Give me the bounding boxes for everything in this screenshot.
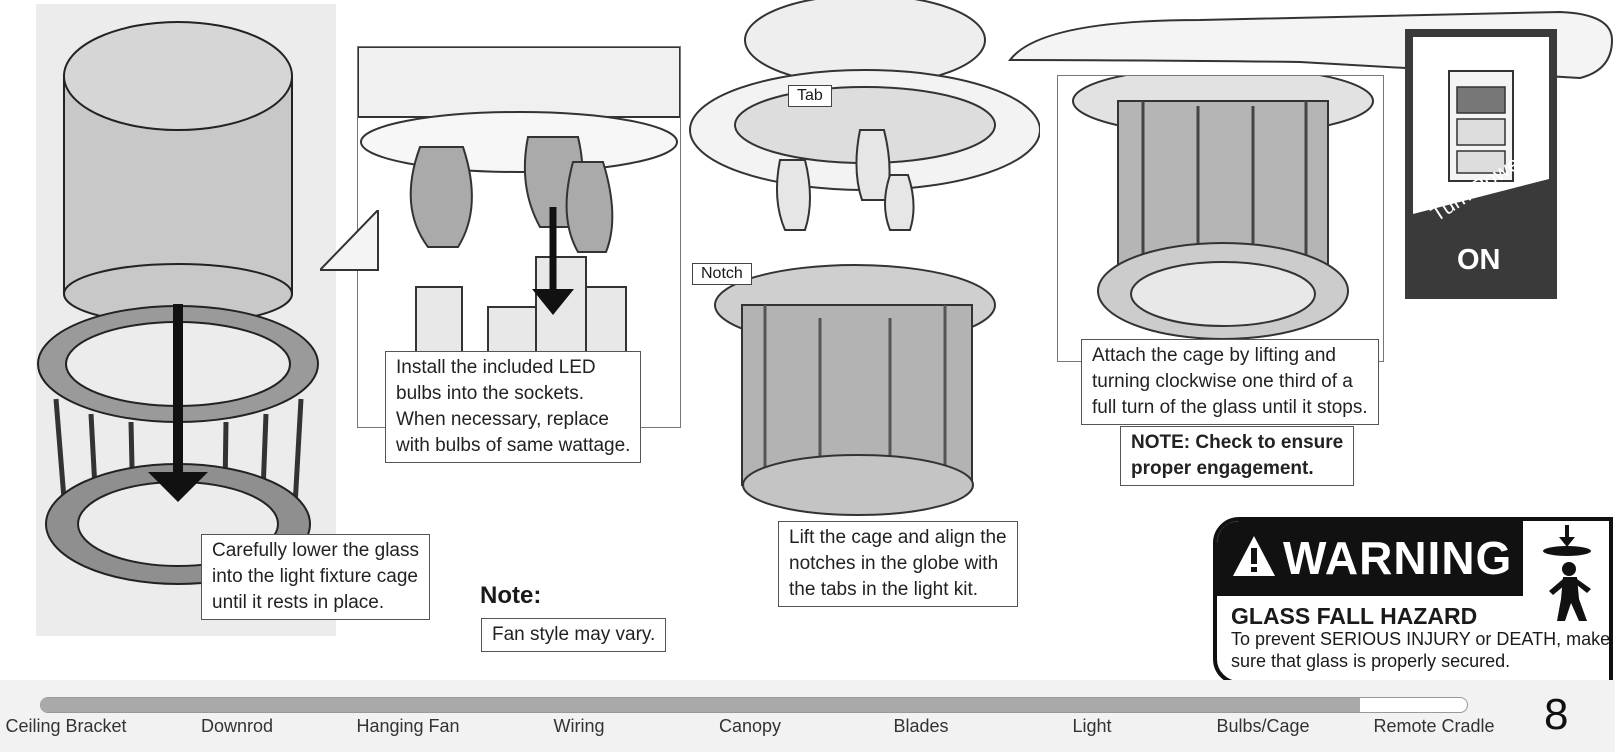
turn-power-on-panel: Turn Power ON — [1405, 29, 1557, 299]
notch-tag: Notch — [692, 263, 752, 285]
attach-instruction-line: Attach the cage by lifting and — [1092, 345, 1336, 366]
warning-header: WARNING — [1217, 521, 1523, 596]
attach-cage-illustration — [1072, 76, 1374, 340]
glass-instruction-line: into the light fixture cage — [212, 566, 418, 587]
hazard-text-line2: sure that glass is properly secured. — [1231, 651, 1511, 671]
align-instruction-line: Lift the cage and align the — [789, 527, 1007, 548]
hazard-text-line1: To prevent SERIOUS INJURY or DEATH, make — [1231, 629, 1611, 649]
light-switch-icon — [1413, 37, 1549, 214]
note-text: Fan style may vary. — [481, 618, 667, 652]
hazard-title: GLASS FALL HAZARD — [1231, 603, 1478, 629]
nav-blades[interactable]: Blades — [893, 716, 949, 736]
align-instruction-line: notches in the globe with — [789, 553, 999, 574]
warning-title: WARNING — [1283, 532, 1513, 584]
check-note-line: NOTE: Check to ensure — [1131, 432, 1344, 453]
falling-glass-person-icon — [1543, 525, 1591, 621]
attach-instruction-callout: Attach the cage by lifting and turning c… — [1081, 339, 1379, 425]
fan-blade-left-illustration — [320, 210, 379, 271]
bulbs-instruction-line: When necessary, replace — [396, 409, 609, 430]
footer-band — [0, 680, 1615, 752]
nav-light[interactable]: Light — [1072, 716, 1112, 736]
bulbs-instruction-line: Install the included LED — [396, 357, 596, 378]
progress-fill — [41, 698, 1361, 712]
nav-wiring[interactable]: Wiring — [553, 716, 605, 736]
attach-instruction-line: full turn of the glass until it stops. — [1092, 397, 1368, 418]
nav-hanging-fan[interactable]: Hanging Fan — [356, 716, 460, 736]
bulbs-instruction-callout: Install the included LED bulbs into the … — [385, 351, 642, 463]
bulbs-instruction-line: bulbs into the sockets. — [396, 383, 584, 404]
tab-tag: Tab — [788, 85, 832, 107]
align-instruction-line: the tabs in the light kit. — [789, 579, 979, 600]
fan-align-illustration — [680, 0, 1041, 520]
glass-cage-illustration — [37, 21, 319, 585]
attach-illustration-panel — [1057, 75, 1384, 362]
nav-ceiling-bracket[interactable]: Ceiling Bracket — [5, 716, 127, 736]
fan-align-drawing — [689, 0, 1041, 516]
check-engagement-note: NOTE: Check to ensure proper engagement. — [1120, 426, 1355, 486]
glass-illustration-panel — [36, 4, 336, 636]
glass-instruction-line: until it rests in place. — [212, 592, 385, 613]
bulbs-illustration — [358, 47, 680, 398]
warning-label: WARNING GLASS FALL HAZARD To prevent SER… — [1213, 517, 1613, 685]
warning-triangle-icon — [1233, 536, 1275, 576]
nav-canopy[interactable]: Canopy — [718, 716, 782, 736]
note-title: Note: — [480, 582, 542, 609]
align-instruction-callout: Lift the cage and align the notches in t… — [778, 521, 1018, 607]
check-note-line: proper engagement. — [1131, 458, 1314, 479]
assembly-progress-bar — [40, 697, 1468, 713]
nav-bulbs-cage[interactable]: Bulbs/Cage — [1216, 716, 1310, 736]
glass-instruction-callout: Carefully lower the glass into the light… — [201, 534, 430, 620]
page-number: 8 — [1544, 690, 1569, 739]
bulbs-instruction-line: with bulbs of same wattage. — [396, 435, 631, 456]
power-on-label: ON — [1457, 244, 1501, 276]
glass-instruction-line: Carefully lower the glass — [212, 540, 419, 561]
attach-instruction-line: turning clockwise one third of a — [1092, 371, 1353, 392]
bulbs-illustration-panel — [357, 46, 681, 428]
nav-remote-cradle[interactable]: Remote Cradle — [1373, 716, 1495, 736]
nav-downrod[interactable]: Downrod — [200, 716, 274, 736]
